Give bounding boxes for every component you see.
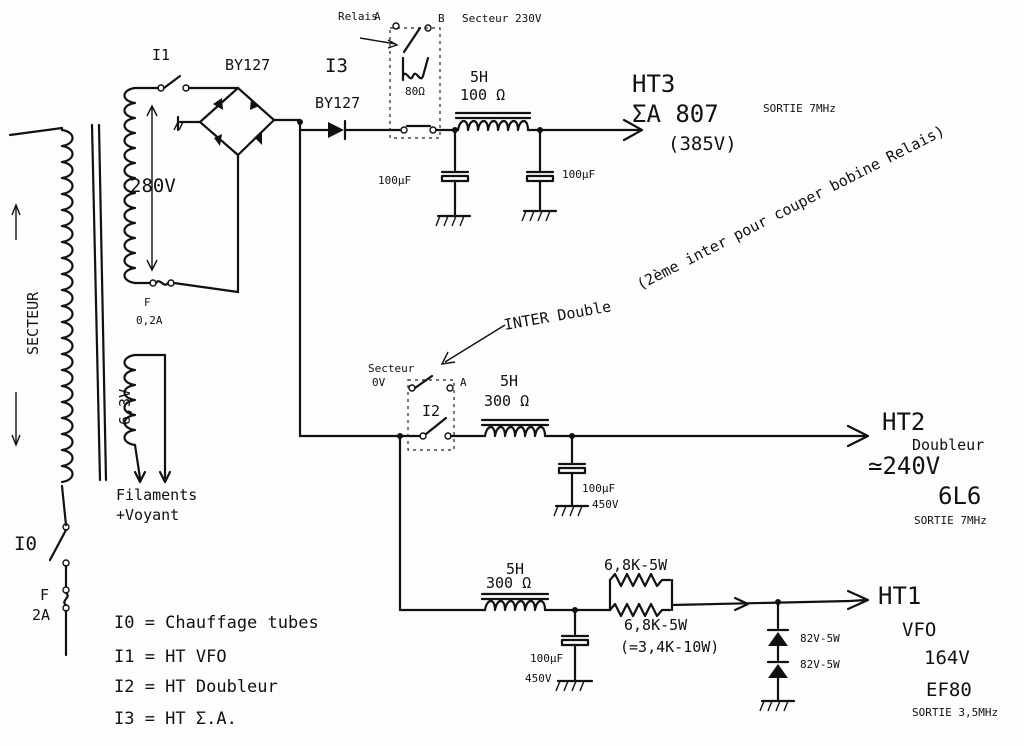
label-ht2-voltage: ≃240V	[868, 452, 940, 480]
secondary-280v-coil	[123, 86, 137, 285]
capacitor-ht3-b	[521, 127, 558, 222]
label-secteur: SECTEUR	[24, 291, 42, 355]
mains-switch-i0	[48, 484, 70, 588]
label-cap-ht2: 100µF	[582, 482, 615, 495]
label-by127-diode: BY127	[315, 94, 360, 112]
legend-i2: I2 = HT Doubleur	[114, 677, 278, 697]
label-cap-ht2-v: 450V	[592, 498, 619, 511]
label-i2-a: A	[460, 376, 467, 389]
label-ht2-sortie: SORTIE 7MHz	[914, 514, 987, 527]
label-choke-ht1-l: 5H	[506, 560, 524, 578]
label-choke-ht3-r: 100 Ω	[460, 86, 505, 104]
label-i0: I0	[14, 533, 37, 555]
label-ht3-tube: ΣA 807	[632, 100, 719, 128]
label-i2-0v: 0V	[372, 376, 386, 389]
capacitor-ht2	[553, 433, 590, 517]
label-choke-ht2-r: 300 Ω	[484, 392, 529, 410]
label-ht2-role: Doubleur	[912, 436, 984, 454]
capacitor-ht1	[555, 607, 594, 692]
choke-5h-300-ht2	[480, 418, 852, 438]
label-i3: I3	[325, 55, 348, 77]
label-280v: 280V	[130, 175, 176, 197]
label-fuse-main-f: F	[40, 586, 49, 604]
label-ht2-tube: 6L6	[938, 482, 981, 510]
fuse-02a	[133, 279, 240, 294]
transformer-core	[90, 123, 108, 482]
label-ht1-voltage: 164V	[924, 647, 970, 669]
switch-i1	[133, 74, 240, 92]
label-relay-a: A	[374, 10, 381, 23]
label-ht1-role: VFO	[902, 619, 936, 641]
label-choke-ht2-l: 5H	[500, 372, 518, 390]
secondary-63v-coil	[123, 353, 172, 484]
label-filaments: Filaments	[116, 486, 197, 504]
legend-i1: I1 = HT VFO	[114, 647, 227, 667]
label-zener-bottom: 82V-5W	[800, 658, 840, 671]
label-fuse-f: F	[144, 296, 151, 309]
label-relay-b: B	[438, 12, 445, 25]
label-cap-ht1: 100µF	[530, 652, 563, 665]
legend-i3: I3 = HT Σ.A.	[114, 709, 237, 729]
mains-fuse-2a	[62, 586, 70, 657]
label-choke-ht1-r: 300 Ω	[486, 574, 531, 592]
label-res-equiv: (=3,4K-10W)	[620, 638, 719, 656]
mains-direction-arrows	[11, 203, 21, 447]
arrow-mid-ht1	[733, 596, 750, 612]
voltage-arrow-280v	[146, 104, 158, 272]
label-res-bottom: 6,8K-5W	[624, 616, 688, 634]
label-cap-ht3-b: 100µF	[562, 168, 595, 181]
ht1-output-arrow	[846, 589, 870, 611]
diode-by127-series	[298, 119, 402, 141]
label-relay-secteur: Secteur 230V	[462, 12, 542, 25]
bridge-rectifier	[198, 86, 302, 294]
label-ht3: HT3	[632, 70, 675, 98]
capacitor-ht3-a	[435, 127, 472, 227]
label-relais: Relais	[338, 10, 378, 23]
label-ht3-sortie: SORTIE 7MHz	[763, 102, 836, 115]
transformer-primary-coil	[8, 126, 74, 484]
label-ht1: HT1	[878, 582, 921, 610]
label-ht1-tube: EF80	[926, 679, 972, 701]
double-switch-pointer	[440, 324, 506, 365]
label-voyant: +Voyant	[116, 506, 179, 524]
relay-coil-80	[401, 56, 430, 82]
relay-contact	[389, 27, 460, 139]
label-i2-secteur: Secteur	[368, 362, 415, 375]
label-res-top: 6,8K-5W	[604, 556, 668, 574]
label-filament-voltage: 6,3V	[116, 389, 134, 425]
label-by127-bridge: BY127	[225, 56, 270, 74]
switch-i2	[407, 374, 487, 451]
label-ht3-voltage: (385V)	[668, 133, 737, 155]
ht2-output-arrow	[846, 424, 870, 448]
ht3-output-arrow	[618, 118, 644, 142]
bridge-ground	[173, 115, 202, 132]
label-zener-top: 82V-5W	[800, 632, 840, 645]
choke-5h-100	[454, 111, 622, 132]
resistors-68k	[608, 572, 852, 618]
switch-i3	[359, 22, 432, 54]
label-fuse-main-2a: 2A	[32, 606, 50, 624]
zener-diodes	[759, 599, 796, 712]
label-fuse-02: 0,2A	[136, 314, 163, 327]
label-choke-ht3-l: 5H	[470, 68, 488, 86]
choke-5h-300-ht1	[480, 592, 612, 612]
label-relay-coil: 80Ω	[405, 85, 425, 98]
label-i1: I1	[152, 46, 170, 64]
label-cap-ht3-a: 100µF	[378, 174, 411, 187]
label-cap-ht1-v: 450V	[525, 672, 552, 685]
legend-i0: I0 = Chauffage tubes	[114, 613, 319, 633]
label-ht1-sortie: SORTIE 3,5MHz	[912, 706, 998, 719]
label-i2: I2	[422, 402, 440, 420]
label-ht2: HT2	[882, 408, 925, 436]
label-switch-note: INTER Double	[503, 297, 613, 334]
